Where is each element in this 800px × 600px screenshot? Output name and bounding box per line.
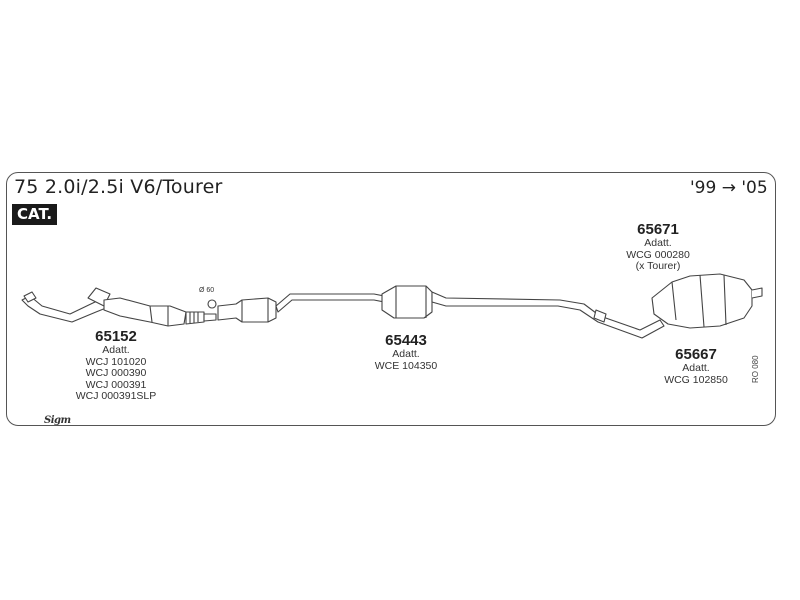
part-number: 65667 xyxy=(675,346,717,363)
part-65443: 65443 Adatt. WCE 104350 xyxy=(346,332,466,372)
part-line: WCJ 101020 xyxy=(85,355,147,368)
diameter-label: Ø 60 xyxy=(199,287,215,294)
year-range: '99 → '05 xyxy=(690,178,768,198)
part-line: WCJ 000391 xyxy=(85,378,147,391)
intermediate-pipe xyxy=(275,293,385,313)
part-number: 65152 xyxy=(95,328,137,345)
part-line: WCE 104350 xyxy=(374,359,438,372)
part-line: WCJ 000390 xyxy=(85,367,147,379)
part-number: 65443 xyxy=(385,332,427,349)
part-65152: 65152 Adatt. WCJ 101020 WCJ 000390 WCJ 0… xyxy=(56,328,176,403)
cat-badge: CAT. xyxy=(12,204,58,225)
part-line: (x Tourer) xyxy=(635,260,681,272)
part-line: WCJ 000391SLP xyxy=(75,390,157,402)
part-line: Adatt. xyxy=(644,237,672,249)
part-line: WCG 102850 xyxy=(664,373,728,386)
part-line: Adatt. xyxy=(682,362,710,374)
catalyst-body xyxy=(103,297,187,327)
flex-joint xyxy=(185,311,205,325)
rear-pipe xyxy=(431,291,665,339)
middle-silencer xyxy=(381,285,433,319)
part-line: Adatt. xyxy=(392,348,420,360)
front-silencer xyxy=(217,297,277,323)
reference-code: RO 080 xyxy=(751,355,760,383)
brand-logo: Sigm xyxy=(44,415,71,426)
part-number: 65671 xyxy=(637,221,679,238)
part-65671: 65671 Adatt. WCG 000280 (x Tourer) xyxy=(598,221,718,273)
vehicle-title: 75 2.0i/2.5i V6/Tourer xyxy=(14,176,223,198)
part-line: Adatt. xyxy=(102,344,130,356)
part-65667: 65667 Adatt. WCG 102850 xyxy=(636,346,756,386)
part-line: WCG 000280 xyxy=(626,248,690,261)
